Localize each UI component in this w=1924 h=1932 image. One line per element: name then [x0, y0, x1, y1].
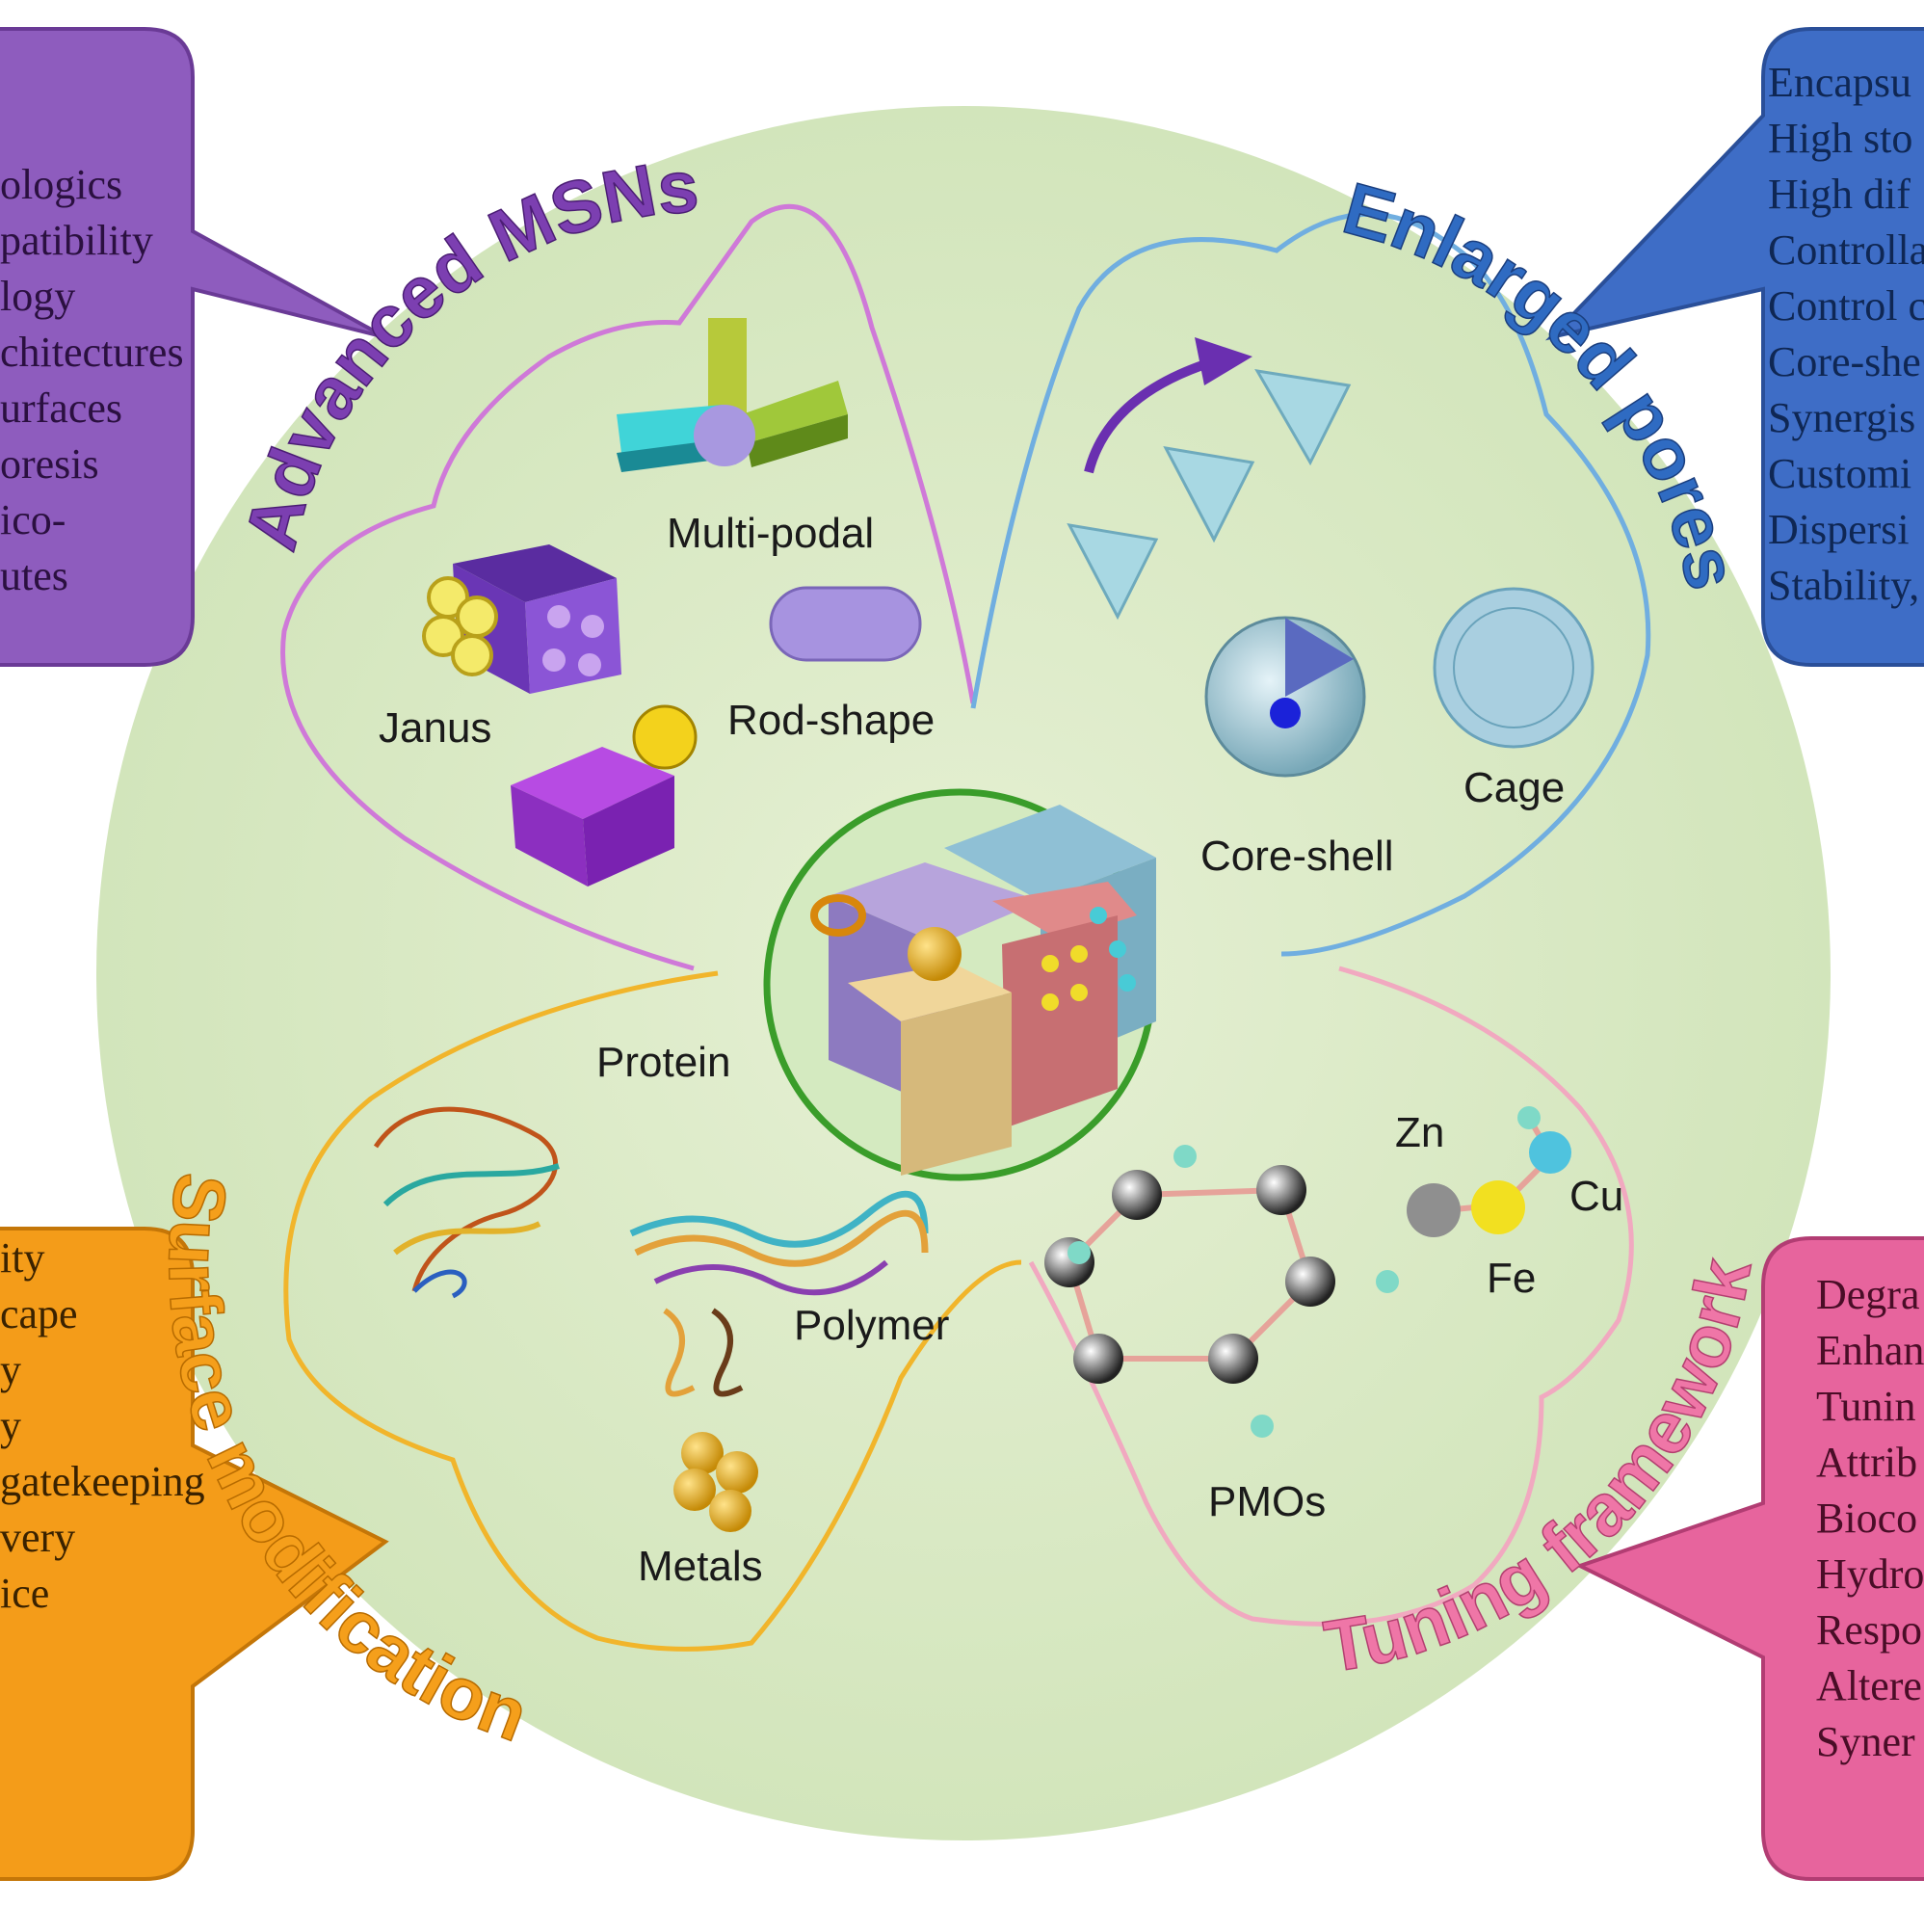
- enlarged-petal-outline: [970, 211, 1651, 957]
- zn-label: Zn: [1395, 1109, 1444, 1156]
- enlarged-callout-line: Stability,: [1768, 562, 1919, 609]
- enlarged-callout-line: Dispersi: [1768, 506, 1910, 553]
- metal-atoms-icon: [1407, 1106, 1571, 1237]
- advanced-callout-line: ologics: [0, 161, 122, 208]
- advanced-callout: [0, 27, 386, 667]
- enlarged-callout-line: High dif: [1768, 171, 1911, 218]
- tuning-callout-line: Enhan: [1816, 1327, 1924, 1374]
- surface-callout-text: ity cape yy gatekeeping very ice: [0, 1234, 205, 1617]
- surface-petal-outline: [283, 970, 1022, 1652]
- enlarged-callout-line: Controlla: [1768, 226, 1924, 274]
- advanced-callout-line: chitectures: [0, 329, 184, 376]
- enlarged-callout-line: Control c: [1768, 282, 1924, 330]
- advanced-callout-text: ologics patibility logy chitectures urfaces o…: [0, 161, 184, 599]
- polymer-icon: [629, 1190, 929, 1397]
- surface-callout: [0, 1227, 389, 1881]
- protein-label: Protein: [596, 1039, 730, 1086]
- advanced-callout-line: oresis: [0, 440, 99, 488]
- tuning-callout: [1574, 1236, 1924, 1881]
- tuning-callout-line: Bioco: [1816, 1495, 1917, 1542]
- enlarged-callout-line: Core-she: [1768, 338, 1921, 385]
- advanced-callout-line: urfaces: [0, 384, 122, 432]
- enlarged-callout: [1544, 27, 1924, 667]
- center-particle-icon: [763, 788, 1156, 1181]
- janus-icon: [422, 544, 621, 694]
- rod-shape-icon: [769, 586, 922, 662]
- advanced-petal-outline: [280, 203, 976, 971]
- growth-arrow-icon: [1084, 337, 1252, 474]
- enlarged-callout-line: Synergis: [1768, 394, 1915, 441]
- tuning-callout-line: Attrib: [1816, 1439, 1917, 1486]
- core-shell-label: Core-shell: [1200, 833, 1394, 880]
- enlarged-callout-line: Encapsu: [1768, 59, 1911, 106]
- polymer-label: Polymer: [794, 1302, 949, 1349]
- tuning-callout-line: Syner: [1816, 1718, 1915, 1765]
- tuning-callout-line: Tunin: [1816, 1383, 1916, 1430]
- cage-label: Cage: [1463, 764, 1565, 811]
- enlarged-callout-line: High sto: [1768, 115, 1912, 162]
- surface-callout-line: ice: [0, 1570, 49, 1617]
- advanced-callout-line: patibility: [0, 217, 153, 264]
- enlarged-callout-line: Customi: [1768, 450, 1911, 497]
- core-shell-icon: [1204, 616, 1366, 778]
- cage-icon: [1433, 587, 1595, 749]
- tuning-callout-text: DegraEnhanTuninAttribBiocoHydroRespoAlte…: [1816, 1271, 1924, 1765]
- protein-icon: [373, 1106, 560, 1299]
- metals-label: Metals: [638, 1543, 763, 1590]
- tuning-callout-line: Hydro: [1816, 1550, 1924, 1598]
- tuning-callout-line: Altere: [1816, 1662, 1922, 1709]
- tuning-petal-outline: [1028, 966, 1634, 1627]
- surface-callout-line: ity: [0, 1234, 44, 1282]
- porous-particles-icon: [1067, 369, 1352, 621]
- surface-callout-line: y: [0, 1402, 21, 1449]
- metals-icon: [673, 1432, 758, 1532]
- surface-callout-line: y: [0, 1346, 21, 1393]
- janus-label: Janus: [379, 704, 491, 752]
- cu-label: Cu: [1569, 1173, 1623, 1220]
- multi-podal-icon: [617, 318, 848, 472]
- surface-callout-line: cape: [0, 1290, 78, 1337]
- benzene-ring-icon: [1044, 1145, 1399, 1438]
- advanced-callout-line: ico-: [0, 496, 66, 543]
- surface-callout-line: very: [0, 1514, 75, 1561]
- fe-label: Fe: [1487, 1255, 1536, 1302]
- tuning-callout-line: Degra: [1816, 1271, 1920, 1318]
- tuning-callout-line: Respo: [1816, 1606, 1922, 1654]
- pmos-label: PMOs: [1208, 1478, 1326, 1525]
- advanced-callout-line: utes: [0, 552, 68, 599]
- rod-shape-label: Rod-shape: [727, 697, 935, 744]
- surface-callout-line: gatekeeping: [0, 1458, 205, 1505]
- cube-with-cap-icon: [511, 704, 698, 887]
- advanced-callout-line: logy: [0, 273, 75, 320]
- multi-podal-label: Multi-podal: [667, 510, 874, 557]
